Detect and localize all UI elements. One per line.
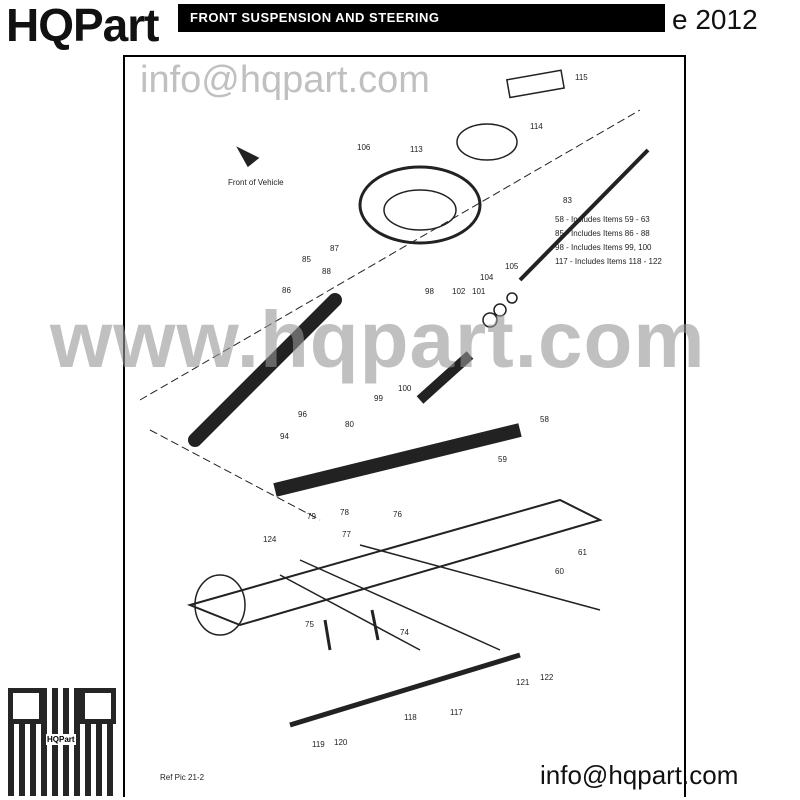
callout: 117 xyxy=(450,708,463,717)
title-bar: FRONT SUSPENSION AND STEERING xyxy=(178,4,665,32)
callout: 74 xyxy=(400,628,409,637)
hub xyxy=(194,574,246,636)
callout: 124 xyxy=(263,535,277,544)
bolt-74 xyxy=(370,609,380,641)
callout: 77 xyxy=(342,530,351,539)
callout: 83 xyxy=(563,196,572,205)
hqpart-logo: HQPart xyxy=(6,0,159,51)
callout: 118 xyxy=(404,713,417,722)
steering-column-86 xyxy=(188,293,342,447)
u-joint-98 xyxy=(416,351,474,404)
dash-line xyxy=(149,429,321,521)
dash-line xyxy=(139,109,641,401)
callout: 61 xyxy=(578,548,587,557)
callout: 120 xyxy=(334,738,348,747)
note: 117 - Includes Items 118 - 122 xyxy=(555,257,662,266)
callout: 85 xyxy=(302,255,311,264)
diagram-frame xyxy=(123,55,686,797)
callout: 87 xyxy=(330,244,339,253)
pad-115 xyxy=(505,69,566,99)
steering-wheel-106 xyxy=(358,165,482,245)
front-of-vehicle-label: Front of Vehicle xyxy=(228,178,284,187)
steering-shaft-83 xyxy=(518,148,650,282)
qr-label: HQPart xyxy=(46,734,76,745)
ref-label: Ref Pic 21-2 xyxy=(160,773,205,782)
callout: 76 xyxy=(393,510,402,519)
front-axle xyxy=(186,498,603,627)
callout: 104 xyxy=(480,273,494,282)
kit-notes: 58 - Includes Items 59 - 63 85 - Include… xyxy=(555,213,662,269)
callout: 60 xyxy=(555,567,564,576)
note: 98 - Includes Items 99, 100 xyxy=(555,243,652,252)
callout: 101 xyxy=(472,287,486,296)
callout: 115 xyxy=(575,73,588,82)
callout: 94 xyxy=(280,432,289,441)
callout: 102 xyxy=(452,287,466,296)
footer-email: info@hqpart.com xyxy=(540,760,739,790)
callout: 59 xyxy=(498,455,507,464)
bolt-75 xyxy=(323,619,332,651)
callout: 105 xyxy=(505,262,519,271)
tie-rod-117 xyxy=(289,652,521,728)
callout: 80 xyxy=(345,420,354,429)
callout: 99 xyxy=(374,394,383,403)
callout: 58 xyxy=(540,415,549,424)
watermark-email: info@hqpart.com xyxy=(140,59,430,101)
leaf-spring xyxy=(279,544,601,651)
callout: 75 xyxy=(305,620,314,629)
callout: 122 xyxy=(540,673,554,682)
note: 85 - Includes Items 86 - 88 xyxy=(555,229,650,238)
title-year: e 2012 xyxy=(672,4,758,35)
callout: 98 xyxy=(425,287,434,296)
cover-114 xyxy=(456,123,518,161)
callout: 79 xyxy=(307,512,316,521)
callout: 121 xyxy=(516,678,530,687)
callout: 100 xyxy=(398,384,412,393)
callout: 106 xyxy=(357,143,371,152)
callout: 88 xyxy=(322,267,331,276)
callout: 96 xyxy=(298,410,307,419)
diagram-title: FRONT SUSPENSION AND STEERING xyxy=(190,10,440,25)
callout: 114 xyxy=(530,122,543,131)
front-arrow-icon xyxy=(236,146,260,168)
callout: 78 xyxy=(340,508,349,517)
callout: 119 xyxy=(312,740,325,749)
note: 58 - Includes Items 59 - 63 xyxy=(555,215,650,224)
callout: 113 xyxy=(410,145,423,154)
steering-rack-58 xyxy=(273,423,522,497)
watermark-url: www.hqpart.com xyxy=(50,295,706,384)
callout: 86 xyxy=(282,286,291,295)
